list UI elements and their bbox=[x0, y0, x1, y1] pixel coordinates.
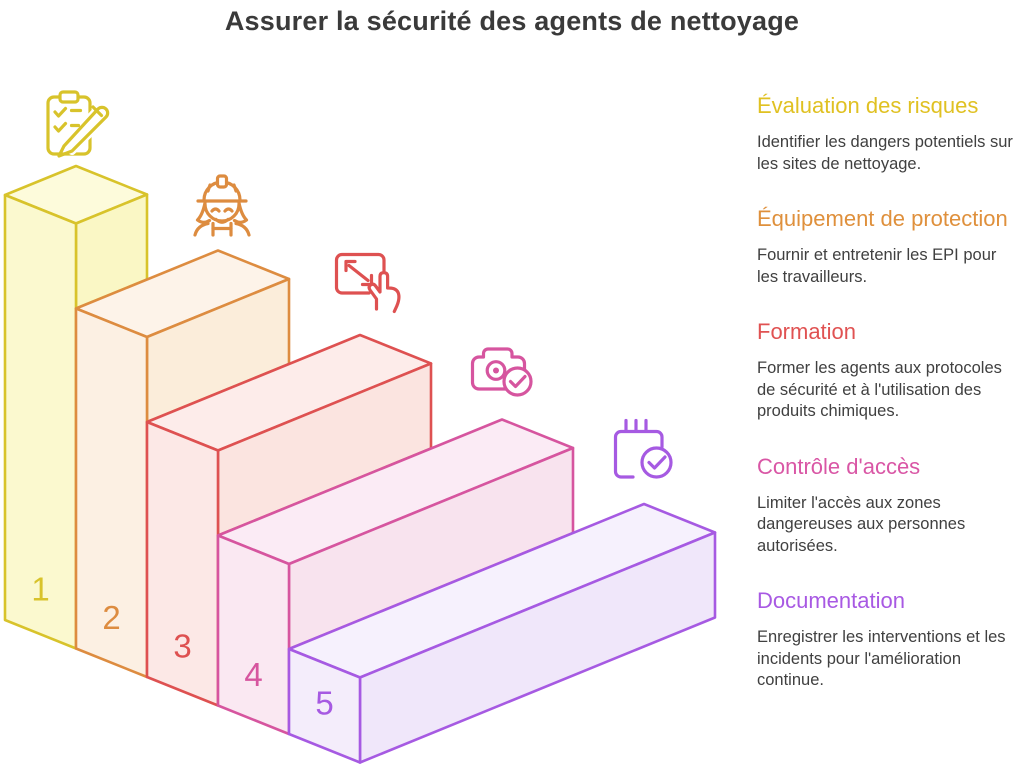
step-5-front-face bbox=[287, 647, 362, 764]
staircase-boxes: 1 2 3 4 5 bbox=[3, 164, 717, 764]
page-title: Assurer la sécurité des agents de nettoy… bbox=[224, 6, 800, 36]
step-section-1: Évaluation des risques Identifier les da… bbox=[757, 92, 1015, 175]
camera-check-icon bbox=[470, 347, 533, 397]
step-4-number: 4 bbox=[244, 656, 262, 693]
step-section-2: Équipement de protection Fournir et entr… bbox=[757, 205, 1015, 288]
step-2-number: 2 bbox=[102, 599, 120, 636]
steps-panel: Évaluation des risques Identifier les da… bbox=[757, 92, 1015, 722]
step-1-label: Évaluation des risques bbox=[757, 93, 979, 118]
step-1-number: 1 bbox=[31, 571, 49, 608]
step-4-description: Limiter l'accès aux zones dangereuses au… bbox=[757, 493, 966, 555]
step-2-description: Fournir et entretenir les EPI pour les t… bbox=[757, 246, 997, 286]
step-4-front-face bbox=[216, 534, 291, 736]
step-3-description: Former les agents aux protocoles de sécu… bbox=[757, 359, 1002, 420]
clipboard-checklist-icon bbox=[46, 90, 112, 158]
calendar-check-icon bbox=[613, 418, 673, 479]
step-5-label: Documentation bbox=[757, 588, 905, 613]
touch-screen-icon bbox=[334, 252, 401, 314]
step-2-label: Équipement de protection bbox=[757, 206, 1008, 231]
step-5-number: 5 bbox=[315, 685, 333, 722]
step-1-description: Identifier les dangers potentiels sur le… bbox=[757, 133, 1013, 173]
step-section-3: Formation Former les agents aux protocol… bbox=[757, 318, 1015, 423]
worker-icon bbox=[193, 174, 251, 237]
step-3-label: Formation bbox=[757, 319, 857, 344]
step-5-description: Enregistrer les interventions et les inc… bbox=[757, 628, 1006, 689]
step-3-number: 3 bbox=[173, 628, 191, 665]
staircase-diagram: 1 2 3 4 5 bbox=[3, 90, 717, 764]
step-section-5: Documentation Enregistrer les interventi… bbox=[757, 587, 1015, 692]
step-4-label: Contrôle d'accès bbox=[757, 453, 921, 479]
step-section-4: Contrôle d'accès Limiter l'accès aux zon… bbox=[757, 453, 1015, 558]
